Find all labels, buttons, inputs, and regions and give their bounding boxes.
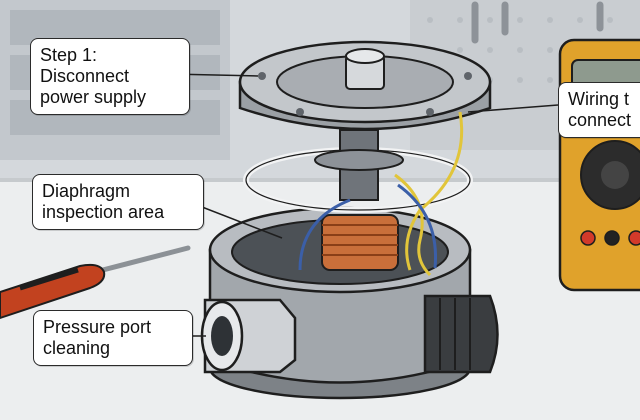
callout-diaphragm-line1: Diaphragm [42, 181, 131, 201]
callout-pressure-port-line1: Pressure port [43, 317, 152, 337]
callout-pressure-port: Pressure port cleaning [33, 310, 193, 366]
wires [298, 111, 464, 277]
multimeter-icon [558, 38, 640, 292]
callout-step1-line2: Disconnect [40, 66, 130, 86]
outlet-port [423, 294, 499, 374]
callout-pressure-port-line2: cleaning [43, 338, 111, 358]
screwdriver-icon [0, 245, 191, 320]
callout-step1-line3: power supply [40, 87, 147, 107]
callout-wiring-line1: Wiring t [568, 89, 630, 109]
solenoid-coil [321, 214, 399, 271]
pressure-port [200, 298, 297, 374]
wrench-icon [471, 1, 604, 44]
top-cap [238, 40, 492, 131]
pressure-switch-icon [200, 40, 499, 400]
callout-wiring: Wiring t connect [558, 82, 640, 138]
callout-wiring-line2: connect [568, 110, 632, 130]
callout-diaphragm-line2: inspection area [42, 202, 165, 222]
callout-diaphragm: Diaphragm inspection area [32, 174, 204, 230]
callout-step1: Step 1: Disconnect power supply [30, 38, 190, 115]
callout-step1-line1: Step 1: [40, 45, 98, 65]
